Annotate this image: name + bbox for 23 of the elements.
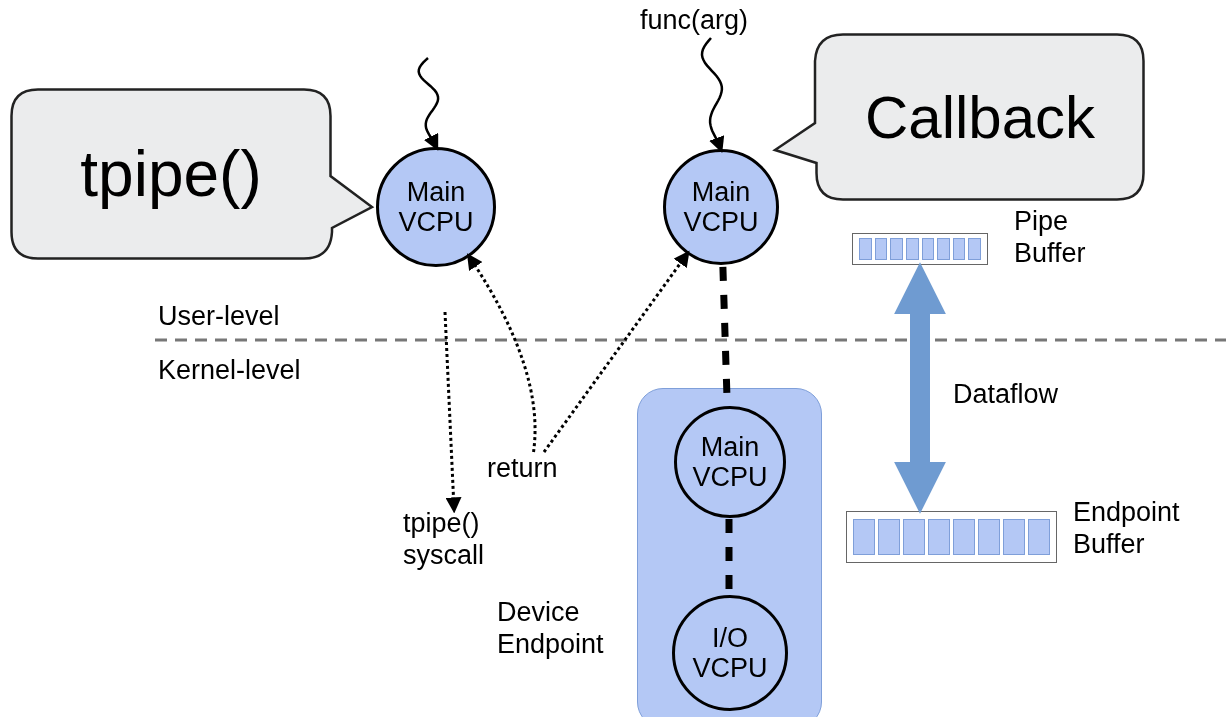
arrow xyxy=(700,37,725,153)
vcpu-circle: Main VCPU xyxy=(663,149,779,265)
speech-bubble xyxy=(772,33,1147,201)
speech-bubble xyxy=(10,88,375,260)
buffer-label: Endpoint Buffer xyxy=(1073,496,1181,561)
arrow xyxy=(467,253,537,453)
text-label: func(arg) xyxy=(640,4,780,37)
bubble-text: tpipe() xyxy=(79,137,263,212)
bubble-text: Callback xyxy=(863,82,1097,153)
connector-line xyxy=(725,519,733,592)
level-label: User-level xyxy=(158,300,280,333)
text-label: tpipe() syscall xyxy=(403,507,508,572)
double-arrow xyxy=(894,262,946,514)
vcpu-circle: Main VCPU xyxy=(674,406,786,518)
text-label: return xyxy=(487,452,575,485)
arrow xyxy=(443,311,462,514)
buffer-label: Pipe Buffer xyxy=(1014,205,1087,270)
vcpu-circle: I/O VCPU xyxy=(672,595,788,711)
arrow xyxy=(417,57,440,151)
level-label: Kernel-level xyxy=(158,354,301,387)
group-title: Device Endpoint xyxy=(497,596,605,661)
arrow xyxy=(542,250,690,453)
vcpu-circle: Main VCPU xyxy=(376,147,496,267)
